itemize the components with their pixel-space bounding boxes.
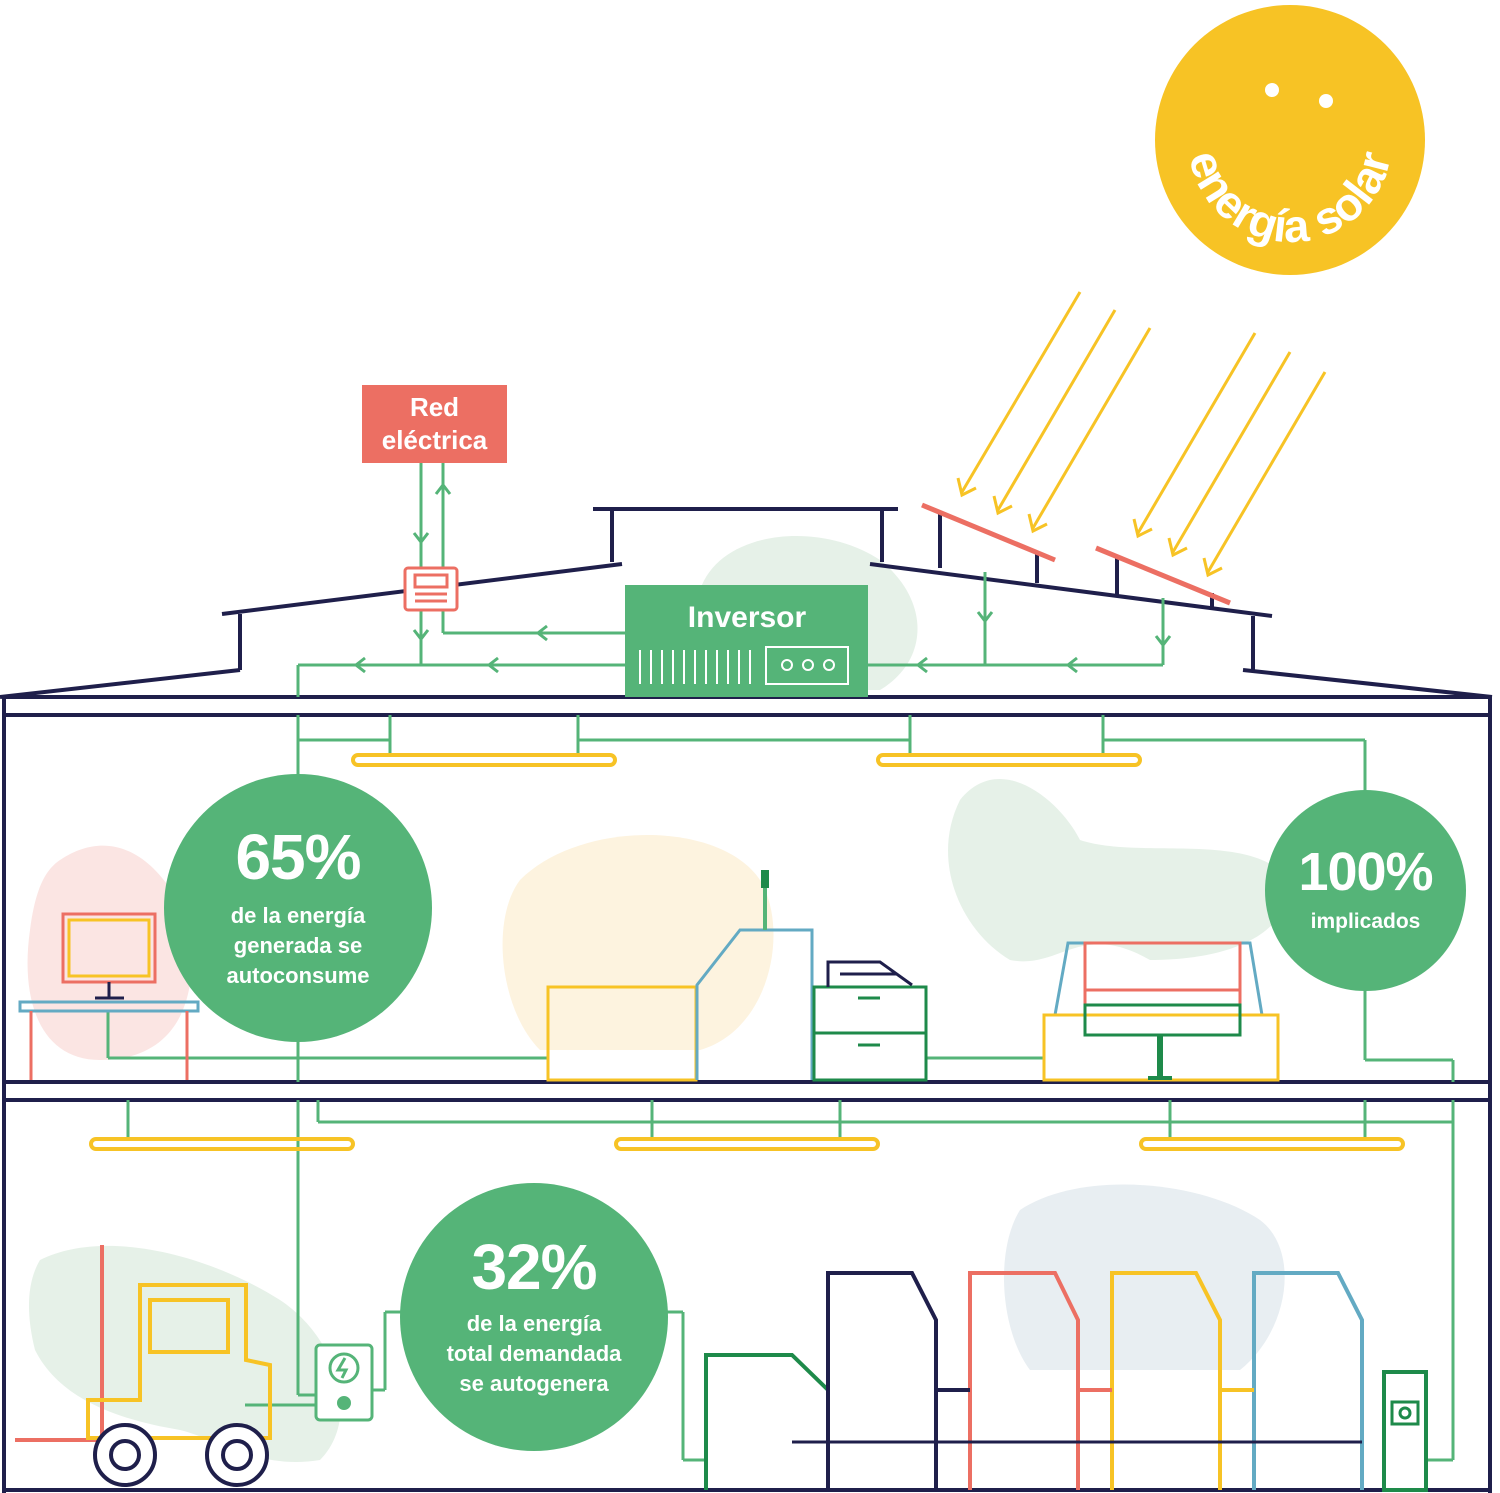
stat-line: de la energía	[466, 1311, 602, 1336]
stat-line: implicados	[1310, 909, 1421, 933]
office-desk	[18, 912, 200, 1080]
light-fixture	[351, 753, 617, 767]
flow-arrows	[353, 482, 1172, 674]
sun: energía solar	[1155, 5, 1425, 275]
stat-line: autoconsume	[226, 963, 370, 988]
sun-eye-right	[1319, 94, 1333, 108]
stat-value: 65%	[235, 821, 361, 893]
printing-machines-floor1	[546, 870, 1280, 1082]
stat-involvement: 100% implicados	[1265, 790, 1466, 991]
light-fixture	[614, 1137, 880, 1151]
stat-self-generation: 32% de la energía total demandada se aut…	[400, 1183, 668, 1451]
inverter-label: Inversor	[688, 601, 807, 634]
light-fixture	[1139, 1137, 1405, 1151]
electric-grid-box	[362, 385, 507, 463]
solar-panels	[921, 502, 1231, 606]
stat-description: de la energía total demandada se autogen…	[447, 1309, 622, 1399]
electricity-meter	[403, 566, 459, 612]
inverter: Inversor	[625, 585, 868, 697]
sun-eye-left	[1265, 83, 1279, 97]
stat-value: 100%	[1298, 841, 1433, 902]
stat-description: implicados	[1311, 907, 1421, 937]
sun-disc	[1155, 5, 1425, 275]
sun-rays	[956, 291, 1327, 578]
electric-grid: Red eléctrica	[362, 385, 507, 463]
ceiling-lights	[89, 753, 1405, 1151]
inverter-box	[625, 585, 868, 697]
charging-icon	[328, 1352, 360, 1384]
stat-line: generada se	[233, 933, 363, 958]
electric-grid-label-line1: Red	[410, 392, 459, 422]
printing-press-floor2	[704, 1271, 1428, 1492]
stat-description: de la energía generada se autoconsume	[226, 901, 369, 991]
electric-grid-label-line2: eléctrica	[382, 425, 488, 455]
forklift	[15, 1245, 272, 1487]
building-structure	[2, 695, 1492, 1493]
solar-panel-1	[921, 502, 1056, 563]
charging-station	[314, 1343, 374, 1422]
stat-line: de la energía	[230, 903, 366, 928]
light-fixture	[876, 753, 1142, 767]
light-fixture	[89, 1137, 355, 1151]
solar-panel-2	[1095, 545, 1231, 606]
stat-self-consumption: 65% de la energía generada se autoconsum…	[164, 774, 432, 1042]
stat-line: total demandada	[446, 1341, 622, 1366]
stat-value: 32%	[471, 1231, 597, 1303]
stat-line: se autogenera	[459, 1371, 609, 1396]
